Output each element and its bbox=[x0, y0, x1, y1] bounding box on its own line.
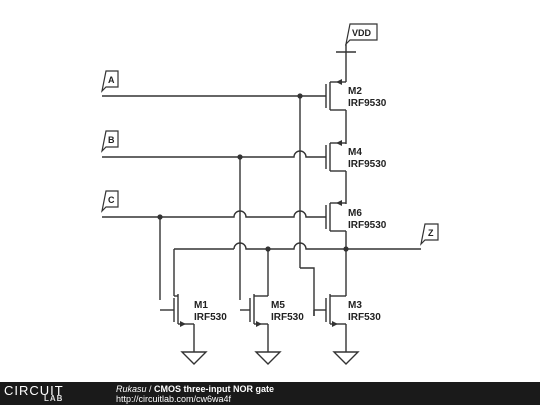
schematic-url[interactable]: http://circuitlab.com/cw6wa4f bbox=[116, 394, 232, 404]
input-tag-c: C bbox=[101, 190, 119, 213]
pmos-m4: M4 IRF9530 bbox=[325, 140, 387, 204]
svg-text:B: B bbox=[108, 135, 115, 145]
svg-text:A: A bbox=[108, 75, 115, 85]
input-tag-a: A bbox=[101, 70, 119, 93]
svg-text:M5: M5 bbox=[271, 300, 285, 311]
title-separator: / bbox=[146, 384, 155, 394]
svg-text:M2: M2 bbox=[348, 86, 362, 97]
nmos-m1: M1 IRF530 bbox=[160, 249, 227, 352]
ground-icon bbox=[254, 351, 282, 365]
svg-text:C: C bbox=[108, 195, 115, 205]
input-tag-b: B bbox=[101, 130, 119, 153]
nmos-m3: M3 IRF530 bbox=[314, 249, 381, 352]
output-wire bbox=[233, 242, 421, 250]
vdd-label: VDD bbox=[345, 23, 378, 46]
svg-text:IRF9530: IRF9530 bbox=[348, 220, 387, 231]
pmos-m6: M6 IRF9530 bbox=[325, 200, 387, 249]
svg-text:IRF530: IRF530 bbox=[194, 312, 227, 323]
pmos-m2: M2 IRF9530 bbox=[325, 79, 387, 144]
svg-text:IRF9530: IRF9530 bbox=[348, 98, 387, 109]
junction-dot bbox=[297, 93, 303, 99]
schematic-credit: Rukasu / CMOS three-input NOR gate bbox=[116, 384, 274, 394]
wire-c bbox=[102, 210, 326, 218]
schematic-canvas: VDD A B C Z M2 IRF bbox=[101, 23, 439, 365]
junction-dot bbox=[237, 154, 243, 160]
svg-text:M6: M6 bbox=[348, 208, 362, 219]
svg-text:VDD: VDD bbox=[352, 28, 372, 38]
circuitlab-logo-sub: LAB bbox=[44, 394, 64, 403]
schematic-title: CMOS three-input NOR gate bbox=[154, 384, 275, 394]
svg-text:Z: Z bbox=[428, 228, 434, 238]
junction-dot bbox=[157, 214, 163, 220]
gate-feed-a-jog bbox=[300, 267, 315, 316]
wire-b bbox=[102, 150, 326, 158]
ground-icon bbox=[332, 351, 360, 365]
footer-bar: CIRCUIT LAB Rukasu / CMOS three-input NO… bbox=[0, 382, 540, 405]
svg-text:M1: M1 bbox=[194, 300, 208, 311]
svg-text:IRF530: IRF530 bbox=[271, 312, 304, 323]
svg-text:IRF530: IRF530 bbox=[348, 312, 381, 323]
svg-text:M4: M4 bbox=[348, 147, 362, 158]
output-tag-z: Z bbox=[420, 223, 439, 246]
nmos-m5: M5 IRF530 bbox=[240, 249, 304, 352]
svg-text:M3: M3 bbox=[348, 300, 362, 311]
ground-icon bbox=[180, 351, 208, 365]
circuitlab-logo: CIRCUIT bbox=[4, 383, 64, 398]
author-name: Rukasu bbox=[116, 384, 147, 394]
svg-text:IRF9530: IRF9530 bbox=[348, 159, 387, 170]
